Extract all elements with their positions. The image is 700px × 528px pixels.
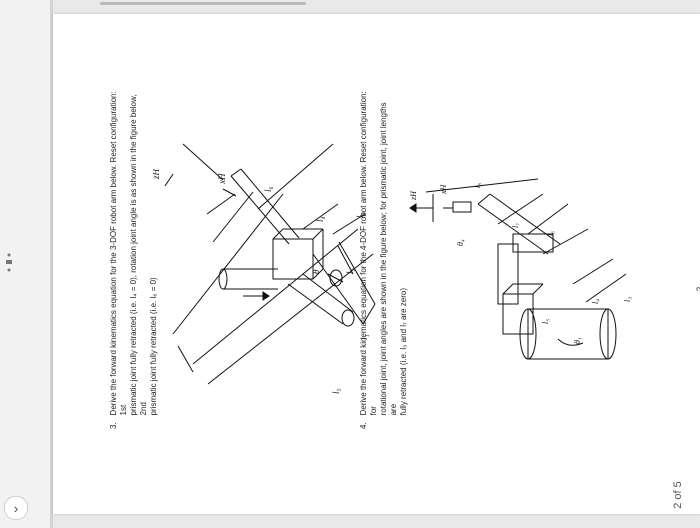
q4-label-l4: l₄ — [591, 299, 600, 304]
page-indicator: 2 of 5 — [668, 470, 688, 520]
q3-label-l2: l₂ — [345, 268, 355, 274]
sidebar-divider — [50, 0, 53, 528]
q3-label-l4: l₄ — [315, 216, 325, 222]
q4-label-l6: l₆ — [546, 231, 555, 236]
question-3-number: 3. — [109, 422, 118, 429]
question-3-line-1: Derive the forward kinematics equation f… — [109, 91, 128, 416]
chevron-right-icon: › — [13, 500, 19, 516]
q4-label-zH: zH — [409, 190, 418, 201]
q3-label-zH: zH — [153, 168, 161, 180]
q4-label-l5: l₅ — [541, 319, 550, 324]
horizontal-scrollbar[interactable] — [100, 2, 306, 5]
q3-label-l3: l₃ — [355, 212, 365, 218]
q4-label-l8: l₈ — [473, 183, 482, 188]
q4-label-xH: xH — [439, 183, 448, 195]
q3-label-xH: xH — [217, 173, 227, 185]
question-3: 3. Derive the forward kinematics equatio… — [109, 89, 159, 429]
document-page: 3. Derive the forward kinematics equatio… — [53, 14, 700, 514]
q3-label-l6: l₆ — [263, 186, 273, 192]
q4-label-theta4: θ₄ — [456, 239, 465, 246]
collapse-sidebar-button[interactable]: › — [4, 496, 28, 520]
page-number: 2 — [693, 282, 700, 296]
question-3-line-2: prismatic joint fully retracted (i.e. l₄… — [129, 94, 148, 416]
robot-arm-3dof-figure: zH xH l₆ l₄ l₃ θ l₂ l₁ l₅ — [153, 143, 376, 394]
q3-label-theta: θ — [311, 269, 321, 274]
page-number-text: 2 — [696, 287, 700, 291]
dots-icon[interactable] — [2, 248, 16, 278]
page-indicator-text: 2 of 5 — [672, 481, 684, 509]
q4-label-l7: l₇ — [511, 223, 520, 228]
question-4-number: 4. — [359, 422, 368, 429]
robot-arm-4dof-figure: zH xH l₈ θ₄ l₇ l₆ l₅ l₄ l₃ θ₁ — [409, 178, 632, 360]
q4-label-theta1: θ₁ — [573, 337, 582, 344]
q3-label-l5: l₅ — [331, 388, 341, 394]
q4-label-l3: l₃ — [623, 297, 632, 302]
q3-label-l1: l₁ — [359, 334, 369, 340]
